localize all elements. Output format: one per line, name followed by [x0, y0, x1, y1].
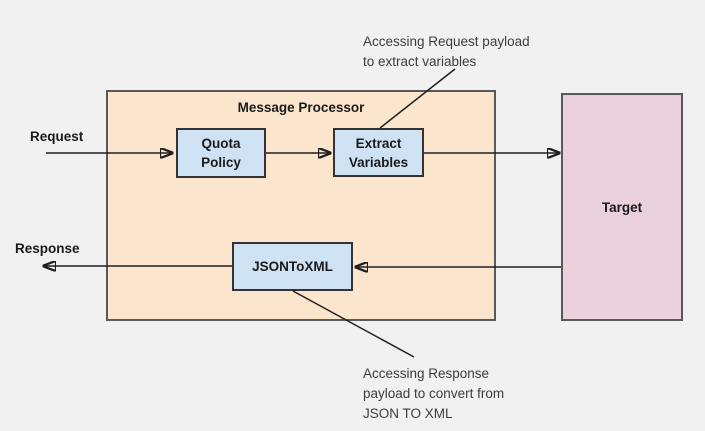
extract-variables-node: Extract Variables: [333, 128, 424, 177]
request-label: Request: [30, 129, 84, 144]
quota-policy-label: Quota Policy: [201, 136, 241, 170]
target-label: Target: [601, 199, 643, 215]
target-node: Target: [561, 93, 683, 321]
response-label: Response: [15, 241, 80, 256]
request-annotation: Accessing Request payload to extract var…: [363, 34, 530, 69]
json-to-xml-node: JSONToXML: [232, 242, 353, 291]
response-annotation: Accessing Response payload to convert fr…: [363, 366, 505, 421]
extract-variables-label: Extract Variables: [348, 135, 409, 170]
quota-policy-node: Quota Policy: [176, 128, 266, 178]
message-processor-title: Message Processor: [237, 100, 365, 115]
json-to-xml-label: JSONToXML: [252, 259, 333, 274]
